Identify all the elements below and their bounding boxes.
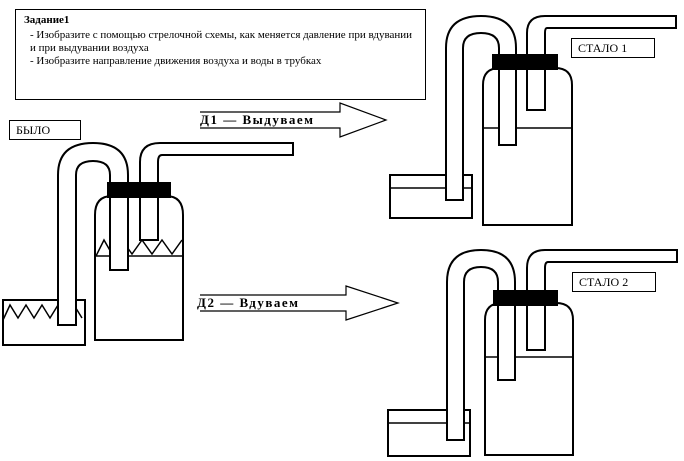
label-after1: СТАЛО 1 [571, 38, 655, 58]
short-tube-after1 [526, 15, 677, 111]
arrow-label-d2: Д2 — Вдуваем [197, 295, 300, 310]
stopper-after2 [493, 290, 558, 306]
short-tube-after2 [526, 249, 678, 351]
task-title: Задание1 [24, 14, 70, 26]
label-before: БЫЛО [9, 120, 81, 140]
apparatus-after2 [387, 248, 678, 457]
task-line-1: - Изобразите с помощью стрелочной схемы,… [30, 29, 413, 54]
bottle-water-before [95, 238, 183, 257]
apparatus-after1 [389, 14, 677, 226]
label-after2: СТАЛО 2 [572, 272, 656, 292]
task-box: Задание1 - Изобразите с помощью стрелочн… [15, 9, 426, 100]
stopper-before [107, 182, 171, 198]
long-tube-after1 [445, 14, 517, 201]
apparatus-before [2, 141, 294, 346]
arrow-d2 [200, 285, 400, 321]
short-tube-before [139, 142, 294, 241]
arrow-d1 [200, 102, 388, 138]
task-line-2: - Изобразите направление движения воздух… [30, 55, 322, 67]
stopper-after1 [492, 54, 558, 70]
arrow-label-d1: Д1 — Выдуваем [200, 112, 315, 127]
